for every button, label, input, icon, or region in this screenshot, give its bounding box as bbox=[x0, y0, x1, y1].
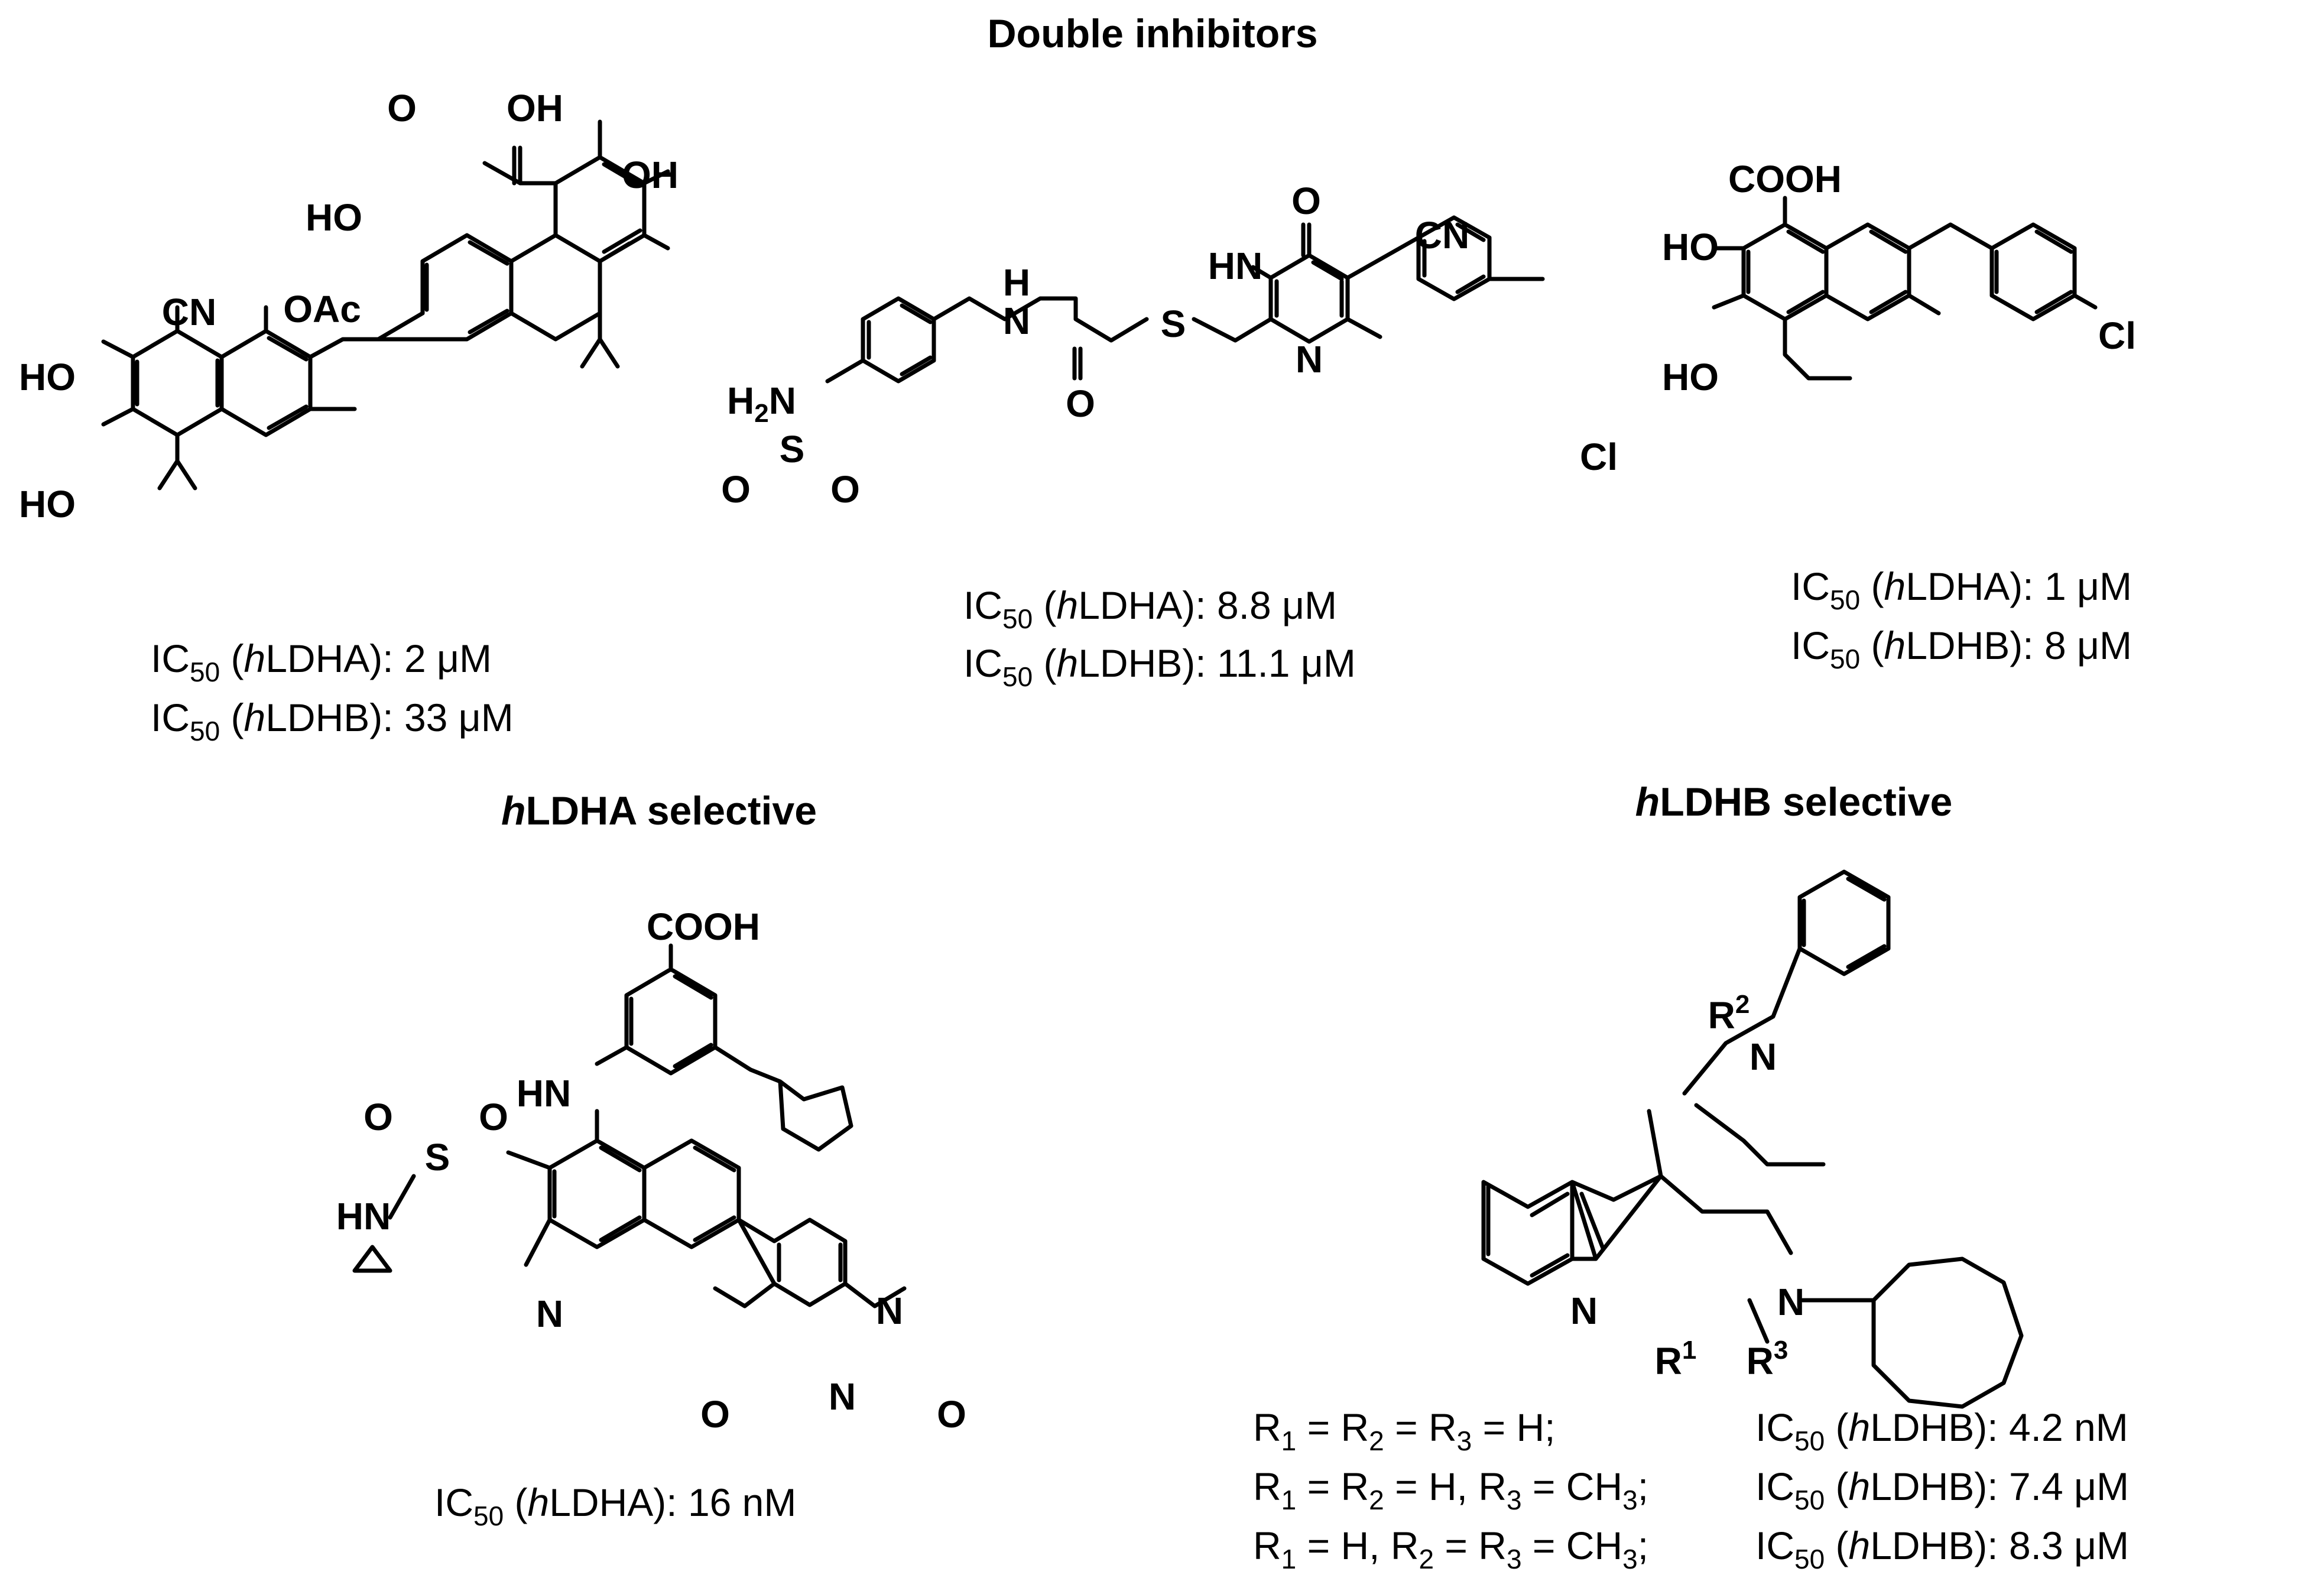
compound-5-row-2-substituents: R1 = R2 = H, R3 = CH3; bbox=[1253, 1465, 1648, 1515]
compound-5-row-1-ic50-hldhb: IC50 (hLDHB): 4.2 nM bbox=[1755, 1405, 2128, 1456]
compound-4-bonds bbox=[352, 943, 907, 1308]
compound-3-cl: Cl bbox=[2098, 314, 2136, 357]
compound-5-n-bottom: N bbox=[1777, 1281, 1804, 1323]
compound-3-ho-1: HO bbox=[1662, 226, 1719, 268]
compound-2-o-sulfonyl-2: O bbox=[830, 468, 860, 511]
compound-5-structure: R2 N N R1 N R3 bbox=[1481, 869, 2024, 1409]
compound-4-o-1: O bbox=[363, 1096, 393, 1138]
compound-5-row-3-substituents: R1 = H, R2 = R3 = CH3; bbox=[1253, 1524, 1648, 1574]
compound-1-ho-acid: HO bbox=[306, 196, 362, 239]
compound-5-r2: R2 bbox=[1708, 990, 1750, 1037]
compound-4-n-quinoline: N bbox=[536, 1293, 563, 1335]
compound-4-n-pyrimidine-1: N bbox=[876, 1290, 903, 1332]
compound-1-ic50-hldhb: IC50 (hLDHB): 33 μM bbox=[151, 696, 514, 746]
compound-2-s-sulfonyl: S bbox=[780, 428, 805, 470]
compound-1-structure: O HO OH OH CN OAc HO HO bbox=[19, 87, 679, 525]
header-hldhb-selective: hLDHB selective bbox=[1635, 780, 1953, 824]
compound-2-o-sulfonyl-1: O bbox=[721, 468, 751, 511]
compound-1-cooh-o: O bbox=[387, 87, 417, 129]
header-hldha-selective: hLDHA selective bbox=[501, 788, 817, 833]
compound-2-s: S bbox=[1161, 303, 1186, 345]
compound-5-row-1-substituents: R1 = R2 = R3 = H; bbox=[1253, 1405, 1555, 1456]
compound-3-bonds bbox=[1712, 196, 2098, 381]
compound-3-ho-2: HO bbox=[1662, 356, 1719, 398]
compound-2-n-ring: N bbox=[1296, 338, 1323, 381]
compound-1-ic50-hldha: IC50 (hLDHA): 2 μM bbox=[151, 637, 492, 687]
compound-4-o-methoxy-1: O bbox=[700, 1393, 730, 1436]
compound-2-hn-ring: HN bbox=[1208, 245, 1262, 287]
compound-5-row-2-ic50-hldhb: IC50 (hLDHB): 7.4 μM bbox=[1755, 1465, 2129, 1515]
compound-1-oh-top: OH bbox=[507, 87, 563, 129]
compound-1-oh-right: OH bbox=[622, 154, 679, 196]
compound-3-cooh: COOH bbox=[1728, 158, 1842, 200]
compound-2-ic50-hldhb: IC50 (hLDHB): 11.1 μM bbox=[963, 641, 1356, 692]
compound-2-bonds bbox=[825, 215, 1545, 384]
compound-5-r3: R3 bbox=[1747, 1336, 1789, 1382]
compound-1-oac: OAc bbox=[283, 288, 361, 330]
compound-3-ic50-hldha: IC50 (hLDHA): 1 μM bbox=[1791, 564, 2132, 615]
compound-2-h2n: H2N bbox=[727, 379, 796, 428]
compound-2-cl: Cl bbox=[1580, 436, 1618, 478]
compound-4-n-pyrimidine-2: N bbox=[829, 1375, 856, 1418]
compound-5-n-top: N bbox=[1750, 1035, 1777, 1078]
compound-4-o-2: O bbox=[479, 1096, 508, 1138]
compound-3-ic50-hldhb: IC50 (hLDHB): 8 μM bbox=[1791, 624, 2132, 674]
compound-2-n-amide: N bbox=[1003, 300, 1030, 342]
header-double-inhibitors: Double inhibitors bbox=[987, 11, 1317, 56]
compound-4-s: S bbox=[425, 1136, 450, 1178]
compound-5-bonds bbox=[1481, 869, 2024, 1409]
compound-3-structure: COOH HO HO Cl bbox=[1662, 158, 2136, 398]
compound-4-ic50-hldha: IC50 (hLDHA): 16 nM bbox=[434, 1480, 796, 1531]
compound-2-h-amide: H bbox=[1003, 261, 1030, 304]
compound-1-ho-1: HO bbox=[19, 356, 76, 398]
compound-4-hn-sulfonamide: HN bbox=[336, 1195, 391, 1238]
compound-2-cn: CN bbox=[1415, 214, 1469, 256]
compound-1-cn: CN bbox=[162, 291, 216, 333]
compound-1-bonds bbox=[101, 119, 670, 491]
compound-5-r1: R1 bbox=[1655, 1336, 1697, 1382]
compound-4-o-methoxy-2: O bbox=[937, 1393, 966, 1436]
compound-2-structure: O CN HN H N S N O H2N S O O Cl bbox=[721, 180, 1618, 511]
compound-4-cooh: COOH bbox=[647, 905, 760, 948]
compound-4-hn-aryl: HN bbox=[517, 1072, 571, 1115]
compound-4-structure: COOH HN O O S HN N N N O O bbox=[336, 905, 966, 1436]
compound-5-n-indole: N bbox=[1570, 1290, 1598, 1332]
compound-5-substituent-table: R1 = R2 = R3 = H; IC50 (hLDHB): 4.2 nM R… bbox=[1253, 1405, 2129, 1574]
compound-5-row-3-ic50-hldhb: IC50 (hLDHB): 8.3 μM bbox=[1755, 1524, 2129, 1574]
compound-2-o-top: O bbox=[1291, 180, 1321, 222]
compound-2-o-amide: O bbox=[1066, 382, 1095, 425]
compound-1-ho-2: HO bbox=[19, 483, 76, 525]
compound-2-ic50-hldha: IC50 (hLDHA): 8.8 μM bbox=[963, 583, 1337, 634]
